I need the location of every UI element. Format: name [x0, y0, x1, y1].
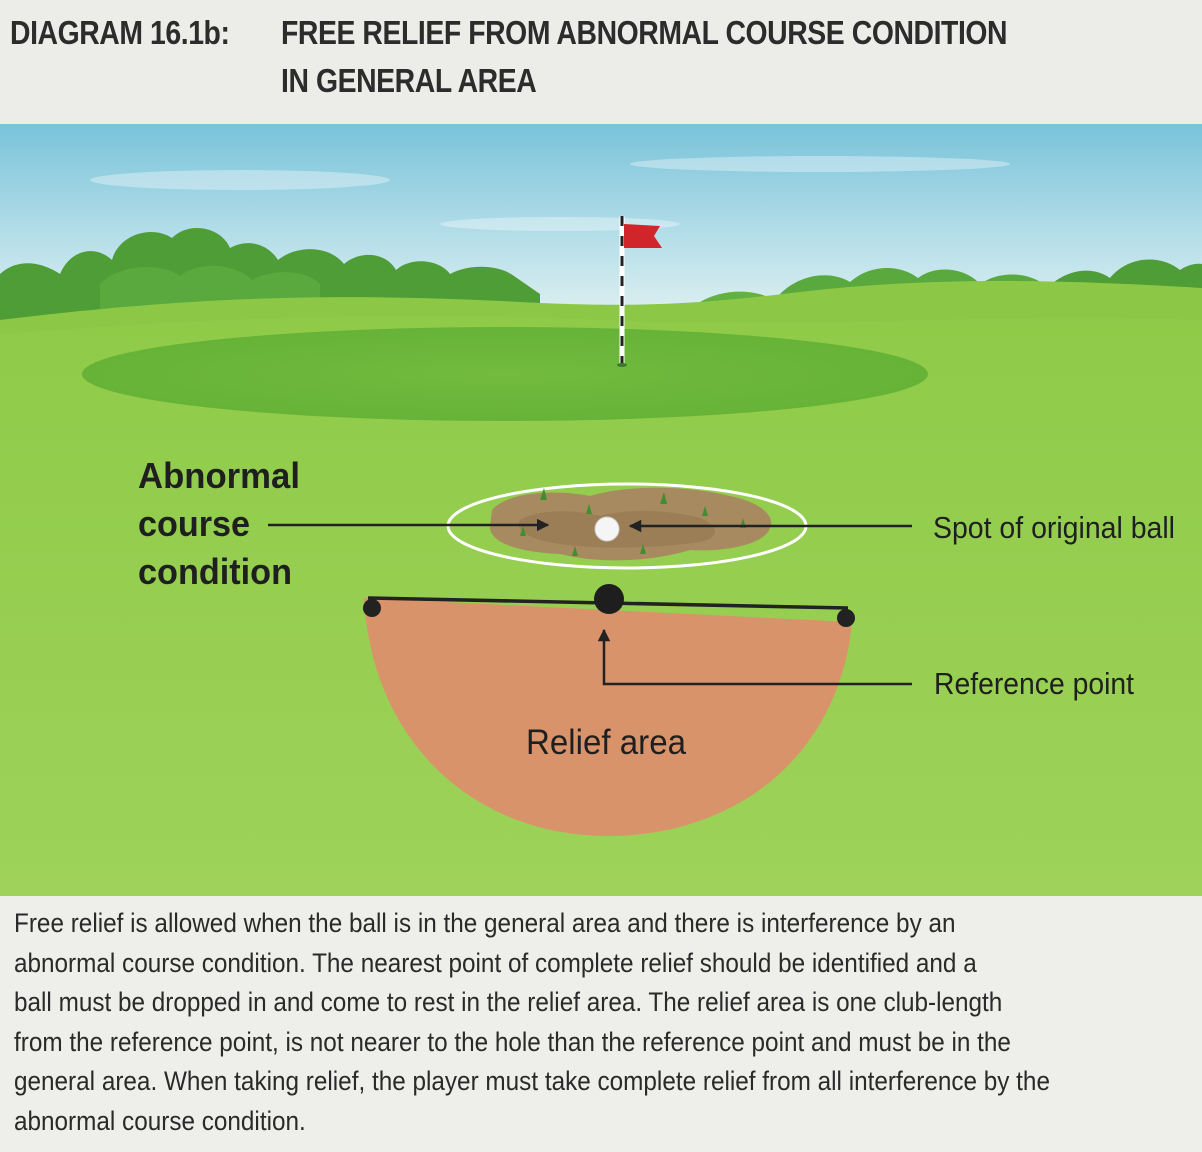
label-abnormal-line-2: course — [138, 503, 250, 544]
edge-marker-right — [837, 609, 855, 627]
label-relief-area: Relief area — [526, 723, 686, 762]
caption-line-3: ball must be dropped in and come to rest… — [14, 987, 1003, 1018]
caption-line-2: abnormal course condition. The nearest p… — [14, 947, 977, 978]
reference-point-icon — [594, 584, 624, 614]
reference-leader — [597, 628, 912, 686]
putting-green — [82, 327, 928, 421]
original-ball-icon — [594, 516, 620, 542]
flagstick — [617, 216, 662, 367]
relief-area — [364, 598, 852, 836]
golf-course-illustration: Abnormal course condition Spot of origin… — [0, 124, 1202, 896]
caption-line-4: from the reference point, is not nearer … — [14, 1026, 1011, 1057]
caption-line-6: abnormal course condition. — [14, 1105, 306, 1136]
label-abnormal-line-3: condition — [138, 551, 292, 592]
caption-line-5: general area. When taking relief, the pl… — [14, 1066, 1050, 1097]
diagram-header: DIAGRAM 16.1b: FREE RELIEF FROM ABNORMAL… — [0, 0, 1202, 124]
label-spot-of-original-ball: Spot of original ball — [933, 510, 1175, 545]
diagram-title-line-2: IN GENERAL AREA — [281, 62, 537, 99]
diagram-number: DIAGRAM 16.1b: — [10, 14, 230, 51]
caption-line-1: Free relief is allowed when the ball is … — [14, 908, 956, 938]
edge-marker-left — [363, 599, 381, 617]
label-reference-point: Reference point — [934, 666, 1134, 701]
label-abnormal-line-1: Abnormal — [138, 455, 300, 496]
flag-icon — [624, 224, 662, 248]
clouds — [90, 156, 1010, 231]
diagram-canvas: Abnormal course condition Spot of origin… — [0, 124, 1202, 896]
diagram-title-line-1: FREE RELIEF FROM ABNORMAL COURSE CONDITI… — [281, 14, 1008, 51]
caption-text: Free relief is allowed when the ball is … — [14, 904, 1139, 1142]
